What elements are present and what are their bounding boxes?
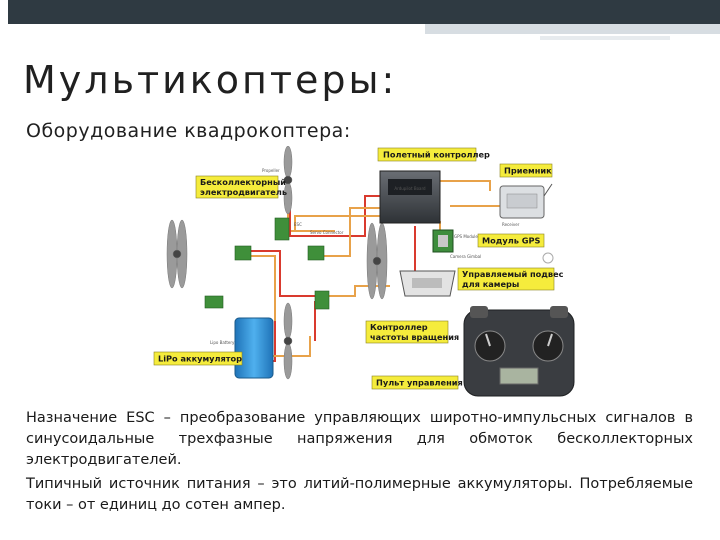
slide-title: Мультикоптеры:	[23, 58, 398, 102]
callout-speed-line2: частоты вращения	[370, 332, 459, 342]
callout-motor: Бесколлекторный электродвигатель	[195, 175, 287, 199]
callout-motor-line2: электродвигатель	[200, 187, 287, 197]
top-decoration-bar	[0, 0, 720, 40]
lipo-small-label: Lipo Battery	[210, 340, 235, 345]
wiring	[248, 180, 500, 362]
callout-flight-controller: Полетный контроллер	[377, 147, 490, 162]
callout-battery: LiPo аккумулятор	[153, 351, 243, 366]
callout-gps: Модуль GPS	[477, 233, 545, 248]
callout-gimbal-line2: для камеры	[462, 279, 519, 289]
servo-small-label: Servo Connector	[310, 230, 344, 235]
propeller-left	[166, 219, 188, 289]
paragraph-power-source: Типичный источник питания – это литий-по…	[26, 476, 693, 513]
propeller-bottom	[283, 302, 293, 380]
top-accent-line	[540, 36, 670, 40]
callout-gimbal: Управляемый подвес для камеры	[457, 267, 564, 291]
flight-controller-board: Ardupilot Board	[379, 170, 441, 224]
callout-gimbal-line1: Управляемый подвес	[462, 269, 564, 279]
callout-speed-line1: Контроллер	[370, 322, 428, 332]
ardupilot-small-label: Ardupilot Board	[394, 186, 426, 191]
quadcopter-diagram: Ardupilot Board Propeller ESC Receiver G…	[153, 146, 575, 397]
top-accent-band	[425, 24, 720, 34]
callout-remote: Пульт управления	[371, 375, 463, 390]
callout-battery-text: LiPo аккумулятор	[158, 354, 242, 364]
receiver-small-label: Receiver	[502, 222, 520, 227]
gps-small-label: GPS Module	[454, 234, 478, 239]
propeller-right	[366, 222, 388, 300]
callout-flight-controller-text: Полетный контроллер	[383, 150, 490, 160]
gps-module	[432, 229, 454, 253]
callout-remote-text: Пульт управления	[376, 378, 463, 388]
slide-subtitle: Оборудование квадрокоптера:	[26, 120, 351, 142]
callout-receiver-text: Приемник	[504, 166, 552, 176]
paragraph-esc-purpose: Назначение ESC – преобразование управляю…	[26, 410, 693, 468]
propeller-top	[283, 146, 293, 215]
camera-gimbal	[399, 252, 554, 297]
callout-speed-controller: Контроллер частоты вращения	[365, 320, 459, 344]
callout-motor-line1: Бесколлекторный	[200, 177, 286, 187]
receiver-module	[499, 183, 553, 219]
top-dark-band	[8, 0, 720, 24]
esc-small-label: ESC	[294, 222, 302, 227]
callout-gps-text: Модуль GPS	[482, 236, 540, 246]
lipo-battery	[234, 317, 274, 379]
remote-control	[463, 306, 575, 397]
esc-boards	[204, 217, 330, 310]
gimbal-small-label: Camera Gimbal	[450, 254, 481, 259]
propeller-small-label: Propeller	[262, 168, 280, 173]
callout-receiver: Приемник	[499, 163, 553, 178]
